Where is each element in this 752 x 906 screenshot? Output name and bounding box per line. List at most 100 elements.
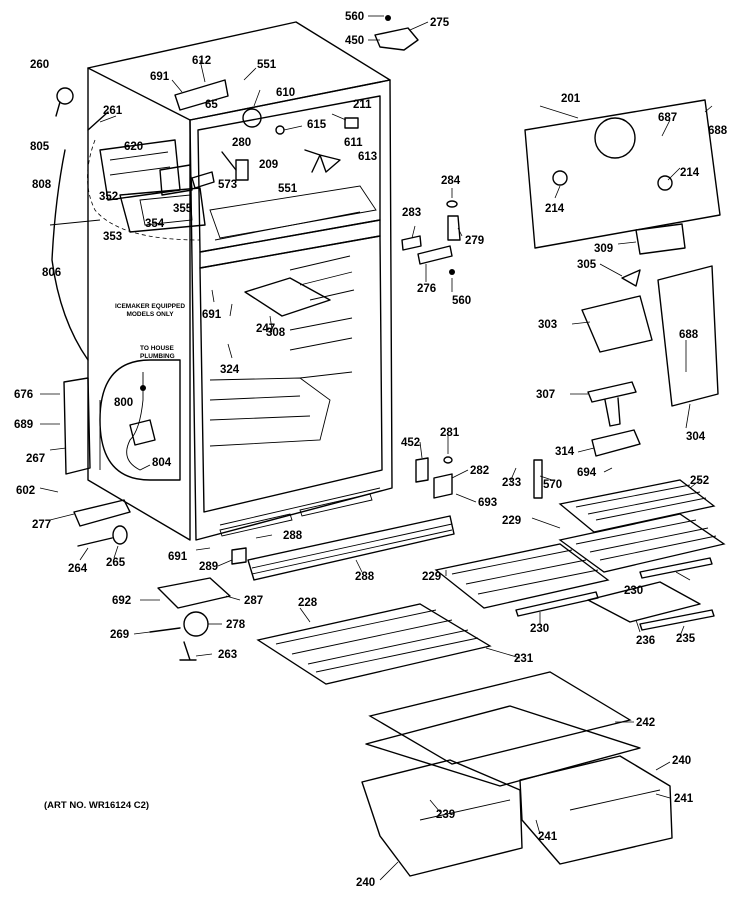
harness-lines — [49, 219, 101, 226]
callout-211: 211 — [353, 99, 372, 111]
callout-304: 304 — [686, 431, 706, 443]
callout-615: 615 — [307, 119, 327, 131]
leveler-263 — [179, 641, 197, 661]
callout-233: 233 — [502, 477, 521, 489]
callout-620: 620 — [124, 141, 143, 153]
icemaker-boundary — [87, 139, 201, 241]
rail-235 — [639, 609, 715, 631]
part-282 — [433, 473, 453, 499]
callout-229: 229 — [502, 515, 521, 527]
bracket-452 — [415, 457, 429, 483]
callout-688-lower: 688 — [679, 329, 699, 341]
svg-text:PLUMBING: PLUMBING — [140, 353, 175, 360]
grille-288-lines — [251, 523, 453, 575]
callout-252: 252 — [690, 475, 709, 487]
part-211 — [344, 117, 359, 129]
callout-354: 354 — [145, 218, 165, 230]
callout-806: 806 — [42, 267, 61, 279]
callout-691: 691 — [150, 71, 170, 83]
leader-lines — [39, 15, 713, 881]
part-280 — [221, 151, 237, 171]
callout-263: 263 — [218, 649, 237, 661]
crisper-drawer-left — [361, 759, 523, 877]
callout-805: 805 — [30, 141, 50, 153]
callout-277: 277 — [32, 519, 51, 531]
part-314 — [591, 429, 641, 457]
back-panel-201 — [524, 99, 721, 249]
callout-240-lower: 240 — [356, 877, 375, 889]
callout-303: 303 — [538, 319, 557, 331]
label-309 — [635, 223, 686, 255]
callout-214-right: 214 — [680, 167, 700, 179]
grille-288 — [247, 515, 455, 581]
callout-560-lower: 560 — [452, 295, 471, 307]
rod-261 — [87, 111, 109, 131]
rail-570 — [533, 459, 543, 499]
drawer-frame-236 — [587, 581, 701, 623]
callout-230: 230 — [624, 585, 643, 597]
callout-804: 804 — [152, 457, 172, 469]
shelf-229-lower — [434, 543, 610, 609]
knob-305 — [621, 269, 641, 287]
callout-280: 280 — [232, 137, 251, 149]
callout-282: 282 — [470, 465, 489, 477]
screw-269 — [149, 627, 181, 633]
callout-264: 264 — [68, 563, 88, 575]
callout-65: 65 — [205, 99, 218, 111]
callout-352: 352 — [99, 191, 118, 203]
callout-355: 355 — [173, 203, 193, 215]
callout-275: 275 — [430, 17, 450, 29]
part-209 — [235, 159, 249, 181]
callout-353: 353 — [103, 231, 122, 243]
shelf-308 — [244, 277, 331, 317]
callout-209: 209 — [259, 159, 278, 171]
callout-labels: 560 275 450 260 691 612 551 610 261 65 2… — [14, 11, 728, 889]
callout-808: 808 — [32, 179, 52, 191]
callout-450: 450 — [345, 35, 364, 47]
callout-452: 452 — [401, 437, 420, 449]
callout-692: 692 — [112, 595, 131, 607]
damper-parts — [401, 200, 461, 275]
callout-612: 612 — [192, 55, 211, 67]
callout-689: 689 — [14, 419, 33, 431]
callout-230-lower: 230 — [530, 623, 549, 635]
art-number: (ART NO. WR16124 C2) — [44, 800, 149, 811]
svg-text:ICEMAKER EQUIPPED: ICEMAKER EQUIPPED — [115, 303, 185, 310]
bracket-287 — [157, 577, 231, 609]
rail-230-upper — [639, 557, 713, 579]
svg-text:MODELS ONLY: MODELS ONLY — [126, 311, 174, 318]
motor-610 — [242, 108, 262, 128]
roller-265 — [112, 525, 128, 545]
svg-text:TO HOUSE: TO HOUSE — [140, 345, 174, 352]
icemaker-note: ICEMAKER EQUIPPED MODELS ONLY — [115, 303, 185, 318]
bracket-267 — [63, 377, 91, 475]
part-281 — [443, 456, 453, 464]
callout-687: 687 — [658, 112, 677, 124]
callout-269: 269 — [110, 629, 129, 641]
part-573 — [191, 171, 215, 189]
callout-314: 314 — [555, 446, 575, 458]
callout-288: 288 — [283, 530, 303, 542]
callout-228: 228 — [298, 597, 318, 609]
callout-688: 688 — [708, 125, 728, 137]
callout-573: 573 — [218, 179, 237, 191]
roller-278 — [183, 611, 209, 637]
callout-307: 307 — [536, 389, 555, 401]
callout-551-lower: 551 — [278, 183, 298, 195]
callout-276: 276 — [417, 283, 436, 295]
callout-279: 279 — [465, 235, 484, 247]
callout-201: 201 — [561, 93, 581, 105]
callout-694: 694 — [577, 467, 597, 479]
callout-261: 261 — [103, 105, 123, 117]
refrigerator-cabinet — [87, 21, 393, 541]
part-289 — [231, 547, 247, 565]
callout-309: 309 — [594, 243, 613, 255]
callout-676: 676 — [14, 389, 33, 401]
water-line-806 — [51, 149, 89, 361]
crisper-frame — [365, 705, 641, 787]
fan-611 — [304, 149, 341, 173]
callout-570: 570 — [543, 479, 562, 491]
callout-288-lower: 288 — [355, 571, 375, 583]
callout-247: 247 — [256, 323, 275, 335]
